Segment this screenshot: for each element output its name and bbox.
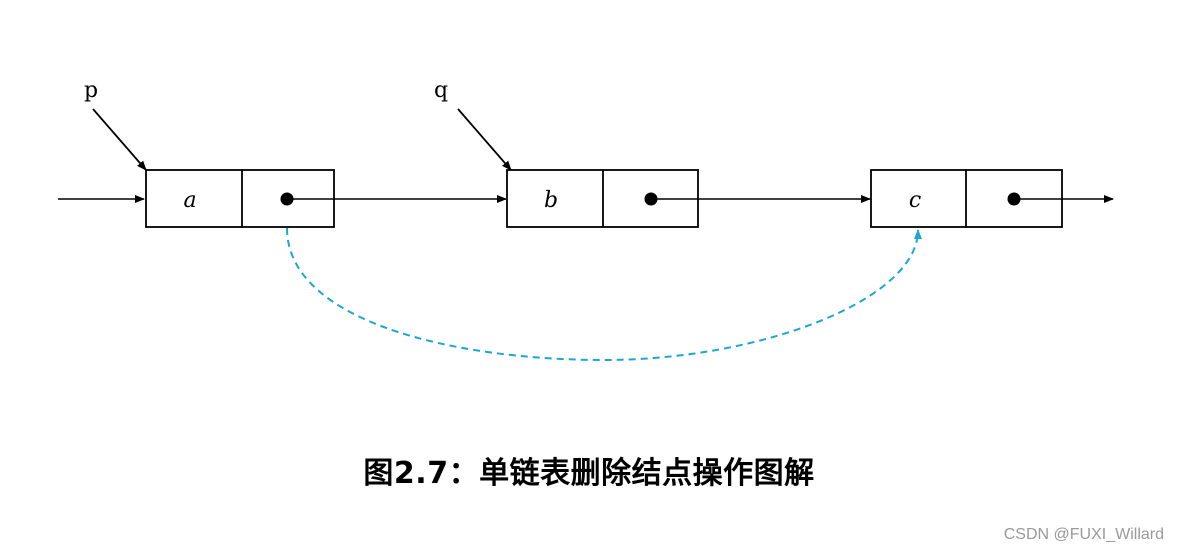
pointer-p-label: p bbox=[84, 78, 98, 103]
pointer-q-label: q bbox=[434, 78, 448, 103]
node-b-value: b bbox=[544, 188, 558, 213]
bypass-link-a-to-c bbox=[286, 227, 922, 362]
node-b: b bbox=[506, 169, 699, 228]
pointer-q-arrow bbox=[457, 108, 512, 171]
node-a-value: a bbox=[183, 188, 196, 213]
watermark: CSDN @FUXI_Willard bbox=[1003, 526, 1164, 543]
figure-caption: 图2.7：单链表删除结点操作图解 bbox=[363, 456, 815, 491]
node-c-value: c bbox=[909, 188, 921, 213]
pointer-p-arrow bbox=[92, 108, 147, 171]
